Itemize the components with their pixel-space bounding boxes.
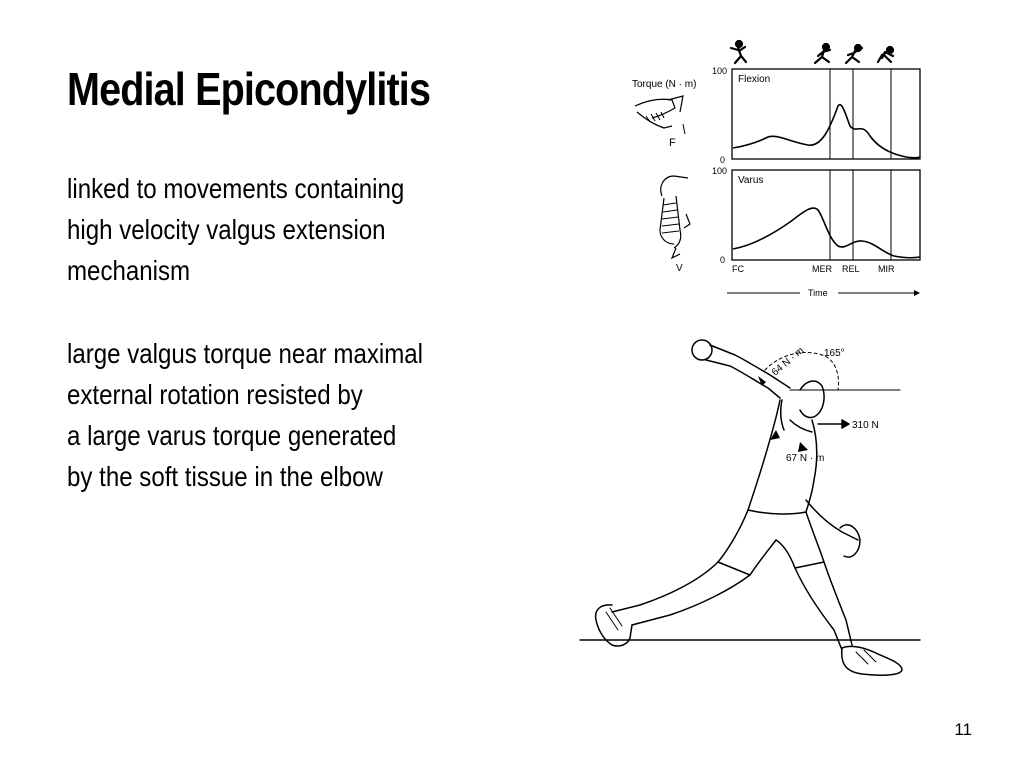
arm-varus-sketch <box>659 175 691 260</box>
paragraph-line: high velocity valgus extension <box>67 214 386 245</box>
paragraph-line: a large varus torque generated <box>67 420 397 451</box>
paragraph-line: external rotation resisted by <box>67 379 363 410</box>
pitcher-phase-icons <box>729 39 895 65</box>
flexion-torque-curve <box>732 103 921 159</box>
pitcher-cocking-icon <box>813 42 832 65</box>
varus-y-min: 0 <box>720 255 725 265</box>
time-arrow-head <box>914 290 920 296</box>
varus-panel: 100 0 Varus <box>712 166 921 265</box>
pitcher-windup-icon <box>729 39 748 65</box>
pitcher-follow-through-icon <box>876 45 895 64</box>
x-tick-rel: REL <box>842 264 860 274</box>
flexion-panel-label: Flexion <box>738 74 770 85</box>
paragraph-line: by the soft tissue in the elbow <box>67 461 383 492</box>
shoulder-torque-arrow <box>758 376 766 386</box>
varus-torque-curve <box>732 207 921 259</box>
paragraph-linked-movements: linked to movements containing high velo… <box>67 168 404 291</box>
torque-axis-label: Torque (N · m) <box>632 79 696 90</box>
x-tick-mir: MIR <box>878 264 895 274</box>
back-shoe <box>594 604 633 647</box>
force-f-label: F <box>669 137 676 149</box>
ball-icon <box>691 339 713 361</box>
flexion-panel: 100 0 Flexion <box>712 66 921 165</box>
throwing-arm <box>709 344 791 389</box>
elbow-torque-arrow <box>798 442 808 452</box>
force-arrow <box>841 419 850 429</box>
varus-panel-label: Varus <box>738 175 763 186</box>
varus-panel-frame <box>731 169 921 261</box>
angle-label: 165° <box>824 348 845 359</box>
flexion-y-min: 0 <box>720 155 725 165</box>
x-tick-fc: FC <box>732 264 744 274</box>
front-shoe <box>840 645 903 676</box>
x-tick-mer: MER <box>812 264 833 274</box>
pitcher-acceleration-icon <box>844 43 864 65</box>
force-310-label: 310 N <box>852 420 879 431</box>
varus-y-max: 100 <box>712 166 727 176</box>
slide-title: Medial Epicondylitis <box>67 63 431 115</box>
flexion-y-max: 100 <box>712 66 727 76</box>
elbow-torque-label: 67 N · m <box>786 453 824 464</box>
paragraph-line: large valgus torque near maximal <box>67 338 424 369</box>
paragraph-valgus-torque: large valgus torque near maximal externa… <box>67 333 423 497</box>
paragraph-line: mechanism <box>67 255 191 286</box>
flexion-panel-frame <box>731 68 921 160</box>
paragraph-line: linked to movements containing <box>67 173 405 204</box>
page-number: 11 <box>954 720 972 739</box>
arm-flexion-sketch <box>634 95 686 135</box>
time-axis-label: Time <box>808 288 828 298</box>
force-v-label: V <box>676 263 683 274</box>
angle-arc <box>764 352 839 391</box>
